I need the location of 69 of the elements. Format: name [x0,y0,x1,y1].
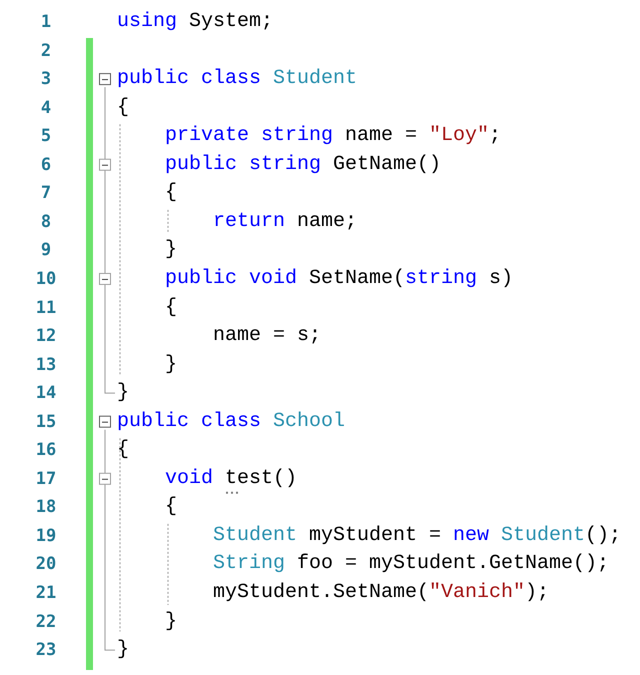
code-token: name = s; [213,324,322,348]
code-token: "Loy" [429,124,490,148]
code-token: } [117,638,130,662]
code-token: } [165,238,178,262]
code-token: myStudent.SetName( [213,581,430,605]
line-number: 4 [40,96,52,120]
code-token: public [117,67,190,92]
line-number: 1 [40,11,52,34]
code-token: using [117,10,178,34]
code-token: { [165,495,178,520]
code-token: { [165,181,178,206]
code-token: SetName( [309,266,406,291]
code-token: s) [489,266,514,291]
code-token: void [165,466,214,491]
code-token: new [453,524,490,548]
code-token: { [117,438,130,462]
line-number: 8 [40,210,52,234]
code-token: { [165,296,178,320]
code-token: name = [345,124,418,148]
code-token: } [117,381,130,406]
line-number: 22 [34,610,58,634]
line-number: 11 [34,296,58,320]
code-token: System; [189,10,274,34]
line-number: 16 [34,439,58,462]
line-number: 17 [34,468,58,491]
code-token: "Vanich" [429,581,526,605]
line-number: 5 [40,125,52,148]
code-token: public [165,266,238,291]
code-token: ); [525,581,550,605]
code-token: public [165,152,238,177]
code-token: string [249,152,322,177]
line-number: 10 [34,268,58,291]
code-token: name; [297,210,358,234]
code-token: string [405,266,478,291]
code-token: } [165,610,178,634]
code-token: ; [489,124,502,148]
code-token: foo = myStudent.GetName(); [297,552,610,576]
line-number: 12 [34,325,58,348]
code-token: (); [585,524,622,548]
line-number: 20 [34,553,58,576]
line-number: 7 [40,182,52,206]
line-number: 19 [34,524,58,548]
code-token: Student [213,524,298,548]
code-token: myStudent = [309,524,442,548]
code-token: class [201,410,262,434]
code-token: } [165,352,178,377]
line-number: 15 [34,410,58,434]
line-number: 9 [40,239,52,262]
code-token: { [117,96,130,120]
code-token: Student [501,524,586,548]
line-number: 21 [34,582,58,605]
code-token: String [213,552,286,576]
code-token: string [261,124,334,148]
code-token: void [249,266,298,291]
line-number: 3 [40,68,52,92]
line-number: 13 [34,354,58,377]
code-token: School [273,410,346,434]
line-number: 23 [34,639,58,662]
code-token: private [165,124,250,148]
code-token: class [201,67,262,92]
line-number: 2 [40,40,52,63]
code-token: public [117,410,190,434]
code-token: Student [273,67,358,92]
code-token: GetName() [333,152,442,177]
code-token: test() [225,466,298,491]
line-number: 14 [34,382,58,406]
line-number: 18 [34,496,58,520]
line-number: 6 [40,154,52,177]
code-token: return [213,210,286,234]
